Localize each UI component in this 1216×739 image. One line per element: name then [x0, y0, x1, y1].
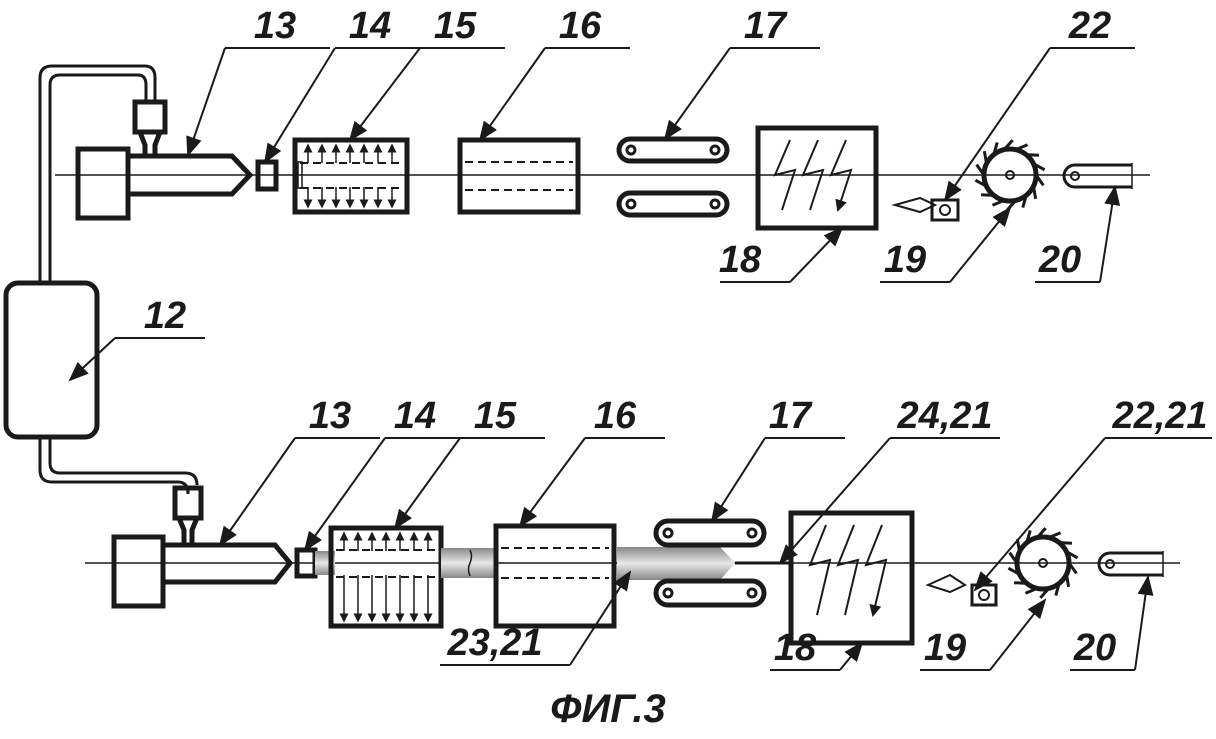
- conveyor-20: [1064, 163, 1132, 189]
- label-text: 17: [769, 395, 813, 437]
- leader-line: [395, 438, 460, 528]
- leader-line: [220, 438, 295, 545]
- leader-line: [520, 438, 585, 526]
- label-text: 19: [924, 627, 966, 669]
- leader-line: [840, 643, 862, 670]
- reference-label: 22: [945, 5, 1135, 200]
- haul-off-17: [619, 139, 727, 215]
- label-text: 23,21: [446, 622, 542, 664]
- motor: [114, 537, 163, 606]
- label-text: 15: [474, 395, 517, 437]
- mixer-12: [6, 66, 197, 494]
- label-text: 18: [774, 627, 817, 669]
- marker-22: [895, 198, 958, 220]
- label-text: 16: [594, 395, 637, 437]
- conveyor-20: [1099, 551, 1163, 577]
- label-text: 22,21: [1111, 395, 1207, 437]
- leader-line: [1100, 187, 1115, 282]
- label-text: 19: [884, 239, 926, 281]
- label-text: 17: [744, 5, 788, 47]
- figure-caption: ФИГ.3: [550, 687, 665, 731]
- label-text: 14: [394, 395, 436, 437]
- leader-line: [1135, 577, 1148, 670]
- leader-line: [975, 438, 1105, 590]
- label-text: 15: [434, 5, 477, 47]
- label-text: 24,21: [896, 395, 992, 437]
- label-text: 20: [1073, 627, 1116, 669]
- leader-line: [188, 48, 225, 155]
- hopper: [135, 102, 165, 132]
- top-production-line: [55, 102, 1150, 228]
- leader-line: [305, 438, 385, 550]
- reference-label: 19: [920, 600, 1045, 670]
- leader-line: [480, 48, 545, 140]
- leader-line: [350, 48, 420, 140]
- reference-label: 23,21: [440, 572, 630, 665]
- label-text: 16: [559, 5, 602, 47]
- calibrator-16: [496, 526, 614, 626]
- label-text: 12: [144, 295, 186, 337]
- reference-label: 20: [1035, 187, 1115, 282]
- cooling-bath-15: [331, 528, 441, 626]
- label-text: 22: [1068, 5, 1111, 47]
- calibrator-16: [460, 140, 578, 212]
- label-text: 18: [719, 239, 762, 281]
- leader-line: [570, 572, 630, 665]
- reference-label: 16: [480, 5, 630, 140]
- leader-line: [990, 600, 1045, 670]
- reference-label: 22,21: [975, 395, 1212, 590]
- reference-label: 17: [712, 395, 845, 521]
- reference-label: 13: [220, 395, 380, 545]
- label-text: 13: [309, 395, 351, 437]
- marker-22-21: [928, 575, 996, 605]
- reference-label: 24,21: [780, 395, 1000, 563]
- reference-label: 12: [70, 295, 205, 380]
- motor: [78, 149, 128, 218]
- label-text: 14: [349, 5, 391, 47]
- reference-label: 18: [719, 228, 842, 282]
- leader-line: [790, 228, 842, 282]
- leader-line: [70, 338, 115, 380]
- label-text: 20: [1038, 239, 1081, 281]
- reference-label: 17: [665, 5, 820, 139]
- leader-line: [665, 48, 730, 139]
- irradiator-18: [758, 128, 876, 228]
- irradiator-18: [791, 513, 912, 643]
- cooling-bath-15: [295, 140, 407, 212]
- reference-label: 13: [188, 5, 330, 155]
- label-text: 13: [254, 5, 296, 47]
- leader-line: [712, 438, 765, 521]
- reference-label: 20: [1070, 577, 1148, 670]
- reference-label: 16: [520, 395, 665, 526]
- reference-label: 18: [770, 627, 862, 670]
- bottom-production-line: [85, 488, 1180, 643]
- leader-line: [265, 48, 335, 162]
